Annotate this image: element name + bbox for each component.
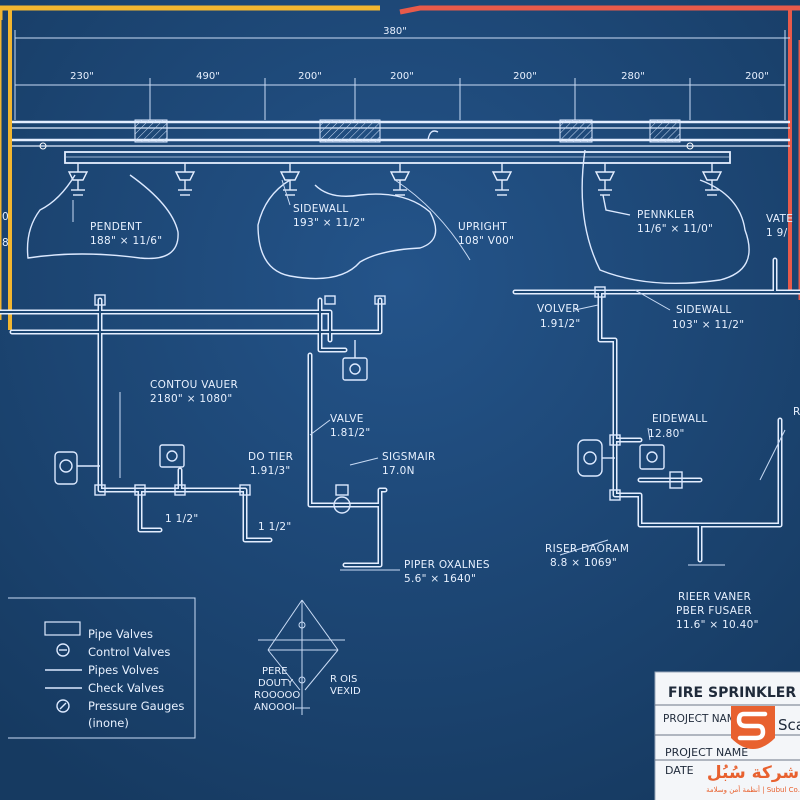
- small-size-b: 1 1/2": [258, 521, 292, 533]
- pressure-gauge-symbol: [56, 699, 70, 713]
- title-block-title: FIRE SPRINKLER: [668, 685, 796, 701]
- project-name-label-2: PROJECT NAME: [665, 746, 748, 759]
- upright-size: 108" V00": [458, 235, 514, 247]
- control-valve-size: 2180" × 1080": [150, 393, 232, 405]
- dimension-6: 280": [621, 71, 645, 82]
- valve-label: VALVE: [330, 413, 364, 425]
- legend-check-valves: Check Valves: [88, 681, 164, 695]
- dimension-lines: 380" 230" 490" 200" 200" 200" 280" 200": [14, 26, 790, 120]
- right-edge-label: R: [793, 406, 800, 418]
- center-piping-network: VALVE 1.81/2" DO TIER 1.91/3" SIGSMAIR 1…: [248, 352, 490, 585]
- dimension-4: 200": [390, 71, 414, 82]
- pendent-label: PENDENT: [90, 221, 142, 233]
- sprinkler-head-icon: [491, 163, 513, 196]
- eidewall-label: EIDEWALL: [652, 413, 708, 425]
- dimension-3: 200": [298, 71, 322, 82]
- subul-logo: شركة سُبُل أنظمة أمن وسلامة | Subul Co.: [706, 706, 800, 794]
- sigsmair-label: SIGSMAIR: [382, 451, 436, 463]
- valve-icon: [159, 444, 185, 468]
- valve-icon-upper: [342, 340, 368, 381]
- detail-right-2: VEXID: [330, 686, 361, 697]
- right-piping-network: VOLVER 1.91/2" SIDEWALL 103" × 11/2" EID…: [512, 257, 800, 631]
- dimension-2: 490": [196, 71, 220, 82]
- vatel-size: 1 9/: [766, 227, 788, 239]
- legend-pipes-volves: Pipes Volves: [88, 663, 159, 677]
- vatel-label: VATE: [766, 213, 793, 225]
- legend-control-valves: Control Valves: [88, 645, 170, 659]
- sidewall-top-label: SIDEWALL: [293, 203, 349, 215]
- penkler-label: PENNKLER: [637, 209, 695, 221]
- sidewall-top-size: 193" × 11/2": [293, 217, 365, 229]
- left-edge-a: 0: [2, 211, 9, 223]
- riser-diagram-label: RISER DAORAM: [545, 543, 629, 555]
- sprinkler-heads: [67, 163, 723, 196]
- sigsmair-size: 17.0N: [382, 465, 415, 477]
- valve-icon-right: [639, 444, 665, 470]
- sprinkler-head-icon: [389, 163, 411, 196]
- control-valve-symbol: [56, 643, 70, 657]
- small-size-a: 1 1/2": [165, 513, 199, 525]
- dimension-5: 200": [513, 71, 537, 82]
- detail-left-1: PERE: [262, 666, 288, 677]
- gauge-icon: [54, 451, 100, 485]
- volver-label: VOLVER: [537, 303, 580, 315]
- penkler-size: 11/6" × 11/0": [637, 223, 713, 235]
- top-callouts: PENDENT 188" × 11/6" SIDEWALL 193" × 11/…: [2, 149, 793, 285]
- sprinkler-head-icon: [594, 163, 616, 196]
- logo-tagline: أنظمة أمن وسلامة | Subul Co.: [706, 785, 800, 794]
- riser-vaner-label-2: PBER FUSAER: [676, 605, 752, 617]
- project-name-value: Sca: [778, 716, 800, 734]
- valve-icon-center: [333, 484, 351, 514]
- hanger-detail-sketch: PERE DOUTY ROOOOO ANOOOI R OIS VEXID: [254, 599, 361, 715]
- control-valve-label: CONTOU VAUER: [150, 379, 238, 391]
- logo-arabic-name: شركة سُبُل: [707, 763, 799, 783]
- dimension-7: 200": [745, 71, 769, 82]
- left-piping-network: CONTOU VAUER 2180" × 1080" 1 1/2" 1 1/2": [0, 294, 386, 543]
- title-block: FIRE SPRINKLER PROJECT NAME Sca PROJECT …: [654, 671, 800, 800]
- legend-inone: (inone): [88, 716, 129, 730]
- legend: Pipe Valves Control Valves Pipes Volves …: [8, 597, 196, 739]
- eidewall-size: 12.80": [648, 428, 685, 440]
- sprinkler-head-icon: [67, 163, 89, 196]
- legend-pressure-gauges: Pressure Gauges: [88, 699, 184, 713]
- riser-diagram-size: 8.8 × 1069": [550, 557, 617, 569]
- sprinkler-head-icon: [174, 163, 196, 196]
- piper-size: 5.6" × 1640": [404, 573, 476, 585]
- pipe-valve-symbol: [44, 621, 81, 636]
- detail-left-4: ANOOOI: [254, 702, 295, 713]
- legend-pipe-valves: Pipe Valves: [88, 627, 153, 641]
- gauge-icon-right: [577, 439, 615, 477]
- decorative-frame: [0, 5, 800, 330]
- do-tier-label: DO TIER: [248, 451, 293, 463]
- main-pipe-beam: [12, 119, 790, 164]
- sprinkler-head-icon: [701, 163, 723, 196]
- sidewall-right-size: 103" × 11/2": [672, 319, 744, 331]
- riser-vaner-size: 11.6" × 10.40": [676, 619, 759, 631]
- sidewall-right-label: SIDEWALL: [676, 304, 732, 316]
- date-label: DATE: [665, 764, 694, 777]
- detail-right-1: R OIS: [330, 674, 357, 685]
- detail-left-3: ROOOOO: [254, 690, 300, 701]
- detail-left-2: DOUTY: [258, 678, 294, 689]
- riser-vaner-label: RIEER VANER: [678, 591, 751, 603]
- project-name-label: PROJECT NAME: [663, 713, 742, 725]
- left-edge-b: 8: [2, 237, 9, 249]
- dimension-1: 230": [70, 71, 94, 82]
- overall-dimension: 380": [383, 26, 407, 37]
- pendent-size: 188" × 11/6": [90, 235, 162, 247]
- do-tier-size: 1.91/3": [250, 465, 291, 477]
- valve-size: 1.81/2": [330, 427, 371, 439]
- volver-size: 1.91/2": [540, 318, 581, 330]
- upright-label: UPRIGHT: [458, 221, 507, 233]
- piper-label: PIPER OXALNES: [404, 559, 490, 571]
